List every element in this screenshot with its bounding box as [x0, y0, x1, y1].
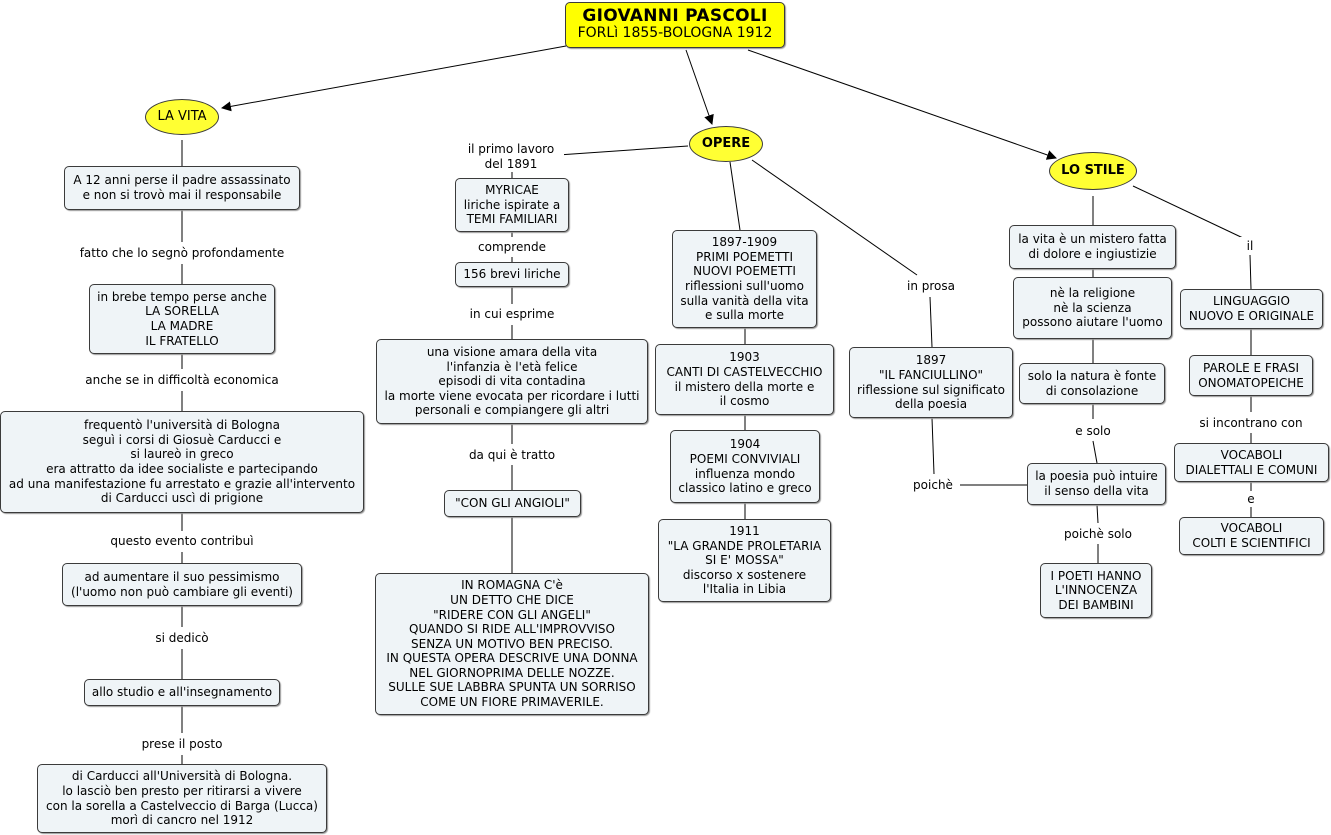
vita-label-difficolta: anche se in difficoltà economica — [80, 371, 284, 389]
opere-liriche: 156 brevi liriche — [455, 262, 569, 287]
opere-angioli: "CON GLI ANGIOLI" — [444, 490, 581, 517]
stile-parole: PAROLE E FRASI ONOMATOPEICHE — [1189, 355, 1313, 396]
stile-mistero: la vita è un mistero fatta di dolore e i… — [1009, 225, 1176, 269]
vita-carducci: di Carducci all'Università di Bologna. l… — [37, 764, 327, 833]
stile-linguaggio: LINGUAGGIO NUOVO E ORIGINALE — [1180, 289, 1323, 329]
stile-label-poichesolo: poichè solo — [1056, 525, 1140, 543]
stile-natura: solo la natura è fonte di consolazione — [1019, 363, 1165, 404]
stile-religione: nè la religione nè la scienza possono ai… — [1013, 277, 1172, 339]
arrow-root-stile — [747, 49, 1057, 160]
opere-label-comprende: comprende — [470, 238, 554, 256]
opere-proletaria: 1911 "LA GRANDE PROLETARIA SI E' MOSSA" … — [658, 519, 831, 602]
opere-conviviali: 1904 POEMI CONVIVIALI influenza mondo cl… — [670, 430, 820, 503]
opere-label-tratto: da qui è tratto — [462, 446, 562, 464]
opere-fanciullino: 1897 "IL FANCIULLINO" riflessione sul si… — [849, 347, 1013, 418]
opere-visione: una visione amara della vita l'infanzia … — [376, 339, 648, 424]
stile-header: LO STILE — [1049, 152, 1137, 190]
arrow-root-opere — [685, 49, 714, 125]
root-title: GIOVANNI PASCOLI — [582, 6, 768, 26]
vita-label-segno: fatto che lo segnò profondamente — [72, 244, 292, 262]
stile-dialettali: VOCABOLI DIALETTALI E COMUNI — [1174, 443, 1329, 482]
opere-label-primo: il primo lavoro del 1891 — [458, 142, 564, 172]
opere-label-prosa: in prosa — [899, 277, 963, 295]
opere-myricae: MYRICAE liriche ispirate a TEMI FAMILIAR… — [455, 178, 569, 232]
opere-label-esprime: in cui esprime — [462, 305, 562, 323]
stile-label-incontrano: si incontrano con — [1192, 414, 1310, 432]
arrow-root-vita — [221, 45, 567, 112]
opere-header: OPERE — [689, 126, 763, 162]
stile-poesia: la poesia può intuire il senso della vit… — [1027, 463, 1166, 505]
stile-label-e: e — [1242, 491, 1260, 507]
root-subtitle: FORLì 1855-BOLOGNA 1912 — [577, 25, 773, 41]
vita-label-posto: prese il posto — [132, 735, 232, 753]
vita-pessimismo: ad aumentare il suo pessimismo (l'uomo n… — [62, 563, 302, 606]
vita-universita: frequentò l'università di Bologna seguì … — [0, 411, 364, 513]
vita-sorella: in brebe tempo perse anche LA SORELLA LA… — [89, 284, 275, 354]
stile-label-esolo: e solo — [1066, 422, 1120, 440]
stile-colti: VOCABOLI COLTI E SCIENTIFICI — [1179, 517, 1324, 555]
vita-studio: allo studio e all'insegnamento — [84, 679, 280, 706]
vita-padre: A 12 anni perse il padre assassinato e n… — [64, 166, 300, 210]
stile-poeti: I POETI HANNO L'INNOCENZA DEI BAMBINI — [1040, 563, 1152, 618]
stile-label-il: il — [1240, 237, 1260, 255]
opere-canti: 1903 CANTI DI CASTELVECCHIO il mistero d… — [655, 344, 834, 415]
root-title-box: GIOVANNI PASCOLI FORLì 1855-BOLOGNA 1912 — [565, 2, 785, 48]
opere-romagna: IN ROMAGNA C'è UN DETTO CHE DICE "RIDERE… — [375, 573, 649, 715]
vita-label-dedico: si dedicò — [146, 629, 218, 647]
opere-poemetti: 1897-1909 PRIMI POEMETTI NUOVI POEMETTI … — [672, 230, 817, 328]
vita-label-evento: questo evento contribuì — [105, 532, 259, 550]
vita-header: LA VITA — [145, 99, 219, 135]
opere-label-poiche: poichè — [906, 476, 960, 494]
